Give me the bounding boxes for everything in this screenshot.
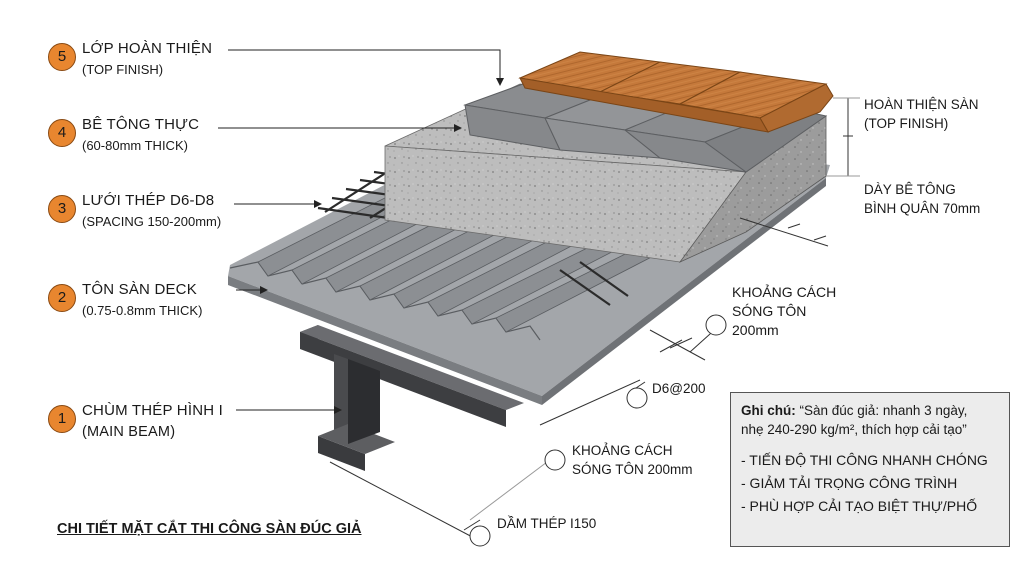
note-box: Ghi chú: “Sàn đúc giả: nhanh 3 ngày, nhẹ… bbox=[730, 392, 1010, 547]
finish-dimension-label-2: (TOP FINISH) bbox=[864, 116, 949, 131]
layer-1-title: CHÙM THÉP HÌNH I bbox=[82, 402, 223, 419]
layer-5-title: LỚP HOÀN THIỆN bbox=[82, 40, 213, 57]
layer-2-badge: 2 bbox=[48, 284, 76, 312]
layer-4-subtitle: (60-80mm THICK) bbox=[82, 138, 188, 153]
layer-5-subtitle: (TOP FINISH) bbox=[82, 62, 164, 77]
rib-spacing-label-3: 200mm bbox=[732, 322, 779, 338]
beam-size-label: DẦM THÉP I150 bbox=[497, 516, 597, 531]
layer-4-badge: 4 bbox=[48, 119, 76, 147]
layer-1-badge: 1 bbox=[48, 405, 76, 433]
layer-3-subtitle: (SPACING 150-200mm) bbox=[82, 214, 222, 229]
diagram-caption: CHI TIẾT MẶT CẮT THI CÔNG SÀN ĐÚC GIẢ bbox=[57, 521, 362, 537]
i-beam bbox=[300, 325, 524, 471]
note-quote-line-1: Ghi chú: “Sàn đúc giả: nhanh 3 ngày, bbox=[741, 403, 968, 418]
layer-1-subtitle: (MAIN BEAM) bbox=[82, 424, 176, 440]
note-quote-line-2: nhẹ 240-290 kg/m², thích hợp cải tạo” bbox=[741, 422, 967, 437]
note-label: Ghi chú: bbox=[741, 403, 796, 418]
note-bullet: - PHÙ HỢP CẢI TẠO BIỆT THỰ/PHỐ bbox=[741, 498, 978, 514]
note-bullet: - TIẾN ĐỘ THI CÔNG NHANH CHÓNG bbox=[741, 452, 988, 468]
finish-dimension-label-1: HOÀN THIỆN SÀN bbox=[864, 97, 979, 112]
rib-spacing-label-1: KHOẢNG CÁCH bbox=[732, 284, 837, 300]
leader-lines bbox=[218, 49, 501, 411]
rib-spacing-label-b2: SÓNG TÔN 200mm bbox=[572, 462, 693, 477]
layer-3-title: LƯỚI THÉP D6-D8 bbox=[82, 192, 215, 209]
dimension-circles bbox=[469, 314, 727, 547]
concrete-dimension-label-2: BÌNH QUÂN 70mm bbox=[864, 201, 981, 216]
rib-spacing-label-b1: KHOẢNG CÁCH bbox=[572, 443, 673, 458]
concrete-dimension-label-1: DÀY BÊ TÔNG bbox=[864, 182, 956, 197]
rebar-spacing-label: D6@200 bbox=[652, 381, 706, 396]
layer-3-badge: 3 bbox=[48, 195, 76, 223]
layer-4-title: BÊ TÔNG THỰC bbox=[82, 116, 200, 133]
leader-arrows bbox=[260, 78, 504, 414]
layer-2-title: TÔN SÀN DECK bbox=[82, 281, 197, 298]
layer-5-badge: 5 bbox=[48, 43, 76, 71]
wood-finish bbox=[518, 51, 834, 133]
note-bullet-list: - TIẾN ĐỘ THI CÔNG NHANH CHÓNG - GIẢM TẢ… bbox=[741, 449, 999, 518]
note-bullet: - GIẢM TẢI TRỌNG CÔNG TRÌNH bbox=[741, 475, 958, 491]
rib-spacing-label-2: SÓNG TÔN bbox=[732, 303, 807, 319]
dimension-lines bbox=[329, 97, 860, 541]
layer-2-subtitle: (0.75-0.8mm THICK) bbox=[82, 303, 203, 318]
